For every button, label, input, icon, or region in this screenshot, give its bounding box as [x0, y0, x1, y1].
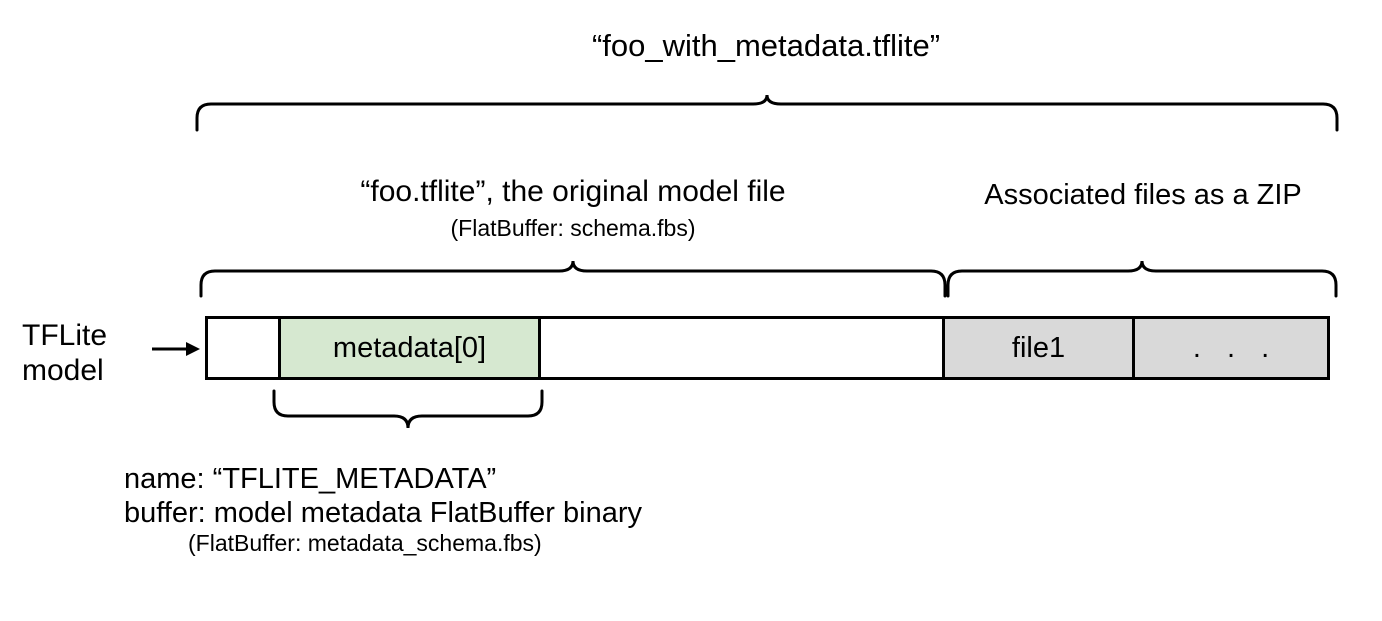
bar-segment-file1: file1 [942, 319, 1132, 377]
brace-metadata-detail [272, 389, 544, 429]
brace-zip-files [946, 260, 1338, 298]
bar-segment-metadata-label: metadata[0] [332, 331, 487, 364]
metadata-note: name: “TFLITE_METADATA” buffer: model me… [124, 462, 642, 558]
bar-segment-metadata: metadata[0] [278, 319, 538, 377]
bar-segment-more-files: . . . [1132, 319, 1327, 377]
tflite-model-label-line1: TFLite [22, 319, 108, 352]
bar-segment-file1-label: file1 [1011, 331, 1066, 364]
metadata-note-name: name: “TFLITE_METADATA” [124, 463, 497, 495]
tflite-model-label: TFLite model [22, 318, 107, 389]
bar-segment-header [208, 319, 278, 377]
arrow-right-icon [152, 342, 200, 356]
brace-model-file [199, 260, 947, 298]
model-file-schema-caption: (FlatBuffer: schema.fbs) [450, 215, 696, 241]
model-layout-bar: metadata[0] file1 . . . [205, 316, 1330, 380]
tflite-model-label-line2: model [22, 354, 104, 388]
model-file-caption: “foo.tflite”, the original model file [360, 175, 786, 208]
metadata-note-buffer: buffer: model metadata FlatBuffer binary [124, 497, 642, 530]
bar-segment-more-files-label: . . . [1192, 331, 1279, 364]
top-brace-title: “foo_with_metadata.tflite” [591, 28, 941, 63]
zip-caption: Associated files as a ZIP [984, 179, 1302, 211]
brace-top-level [195, 94, 1339, 132]
metadata-note-schema: (FlatBuffer: metadata_schema.fbs) [188, 530, 542, 557]
bar-segment-model-body [538, 319, 942, 377]
